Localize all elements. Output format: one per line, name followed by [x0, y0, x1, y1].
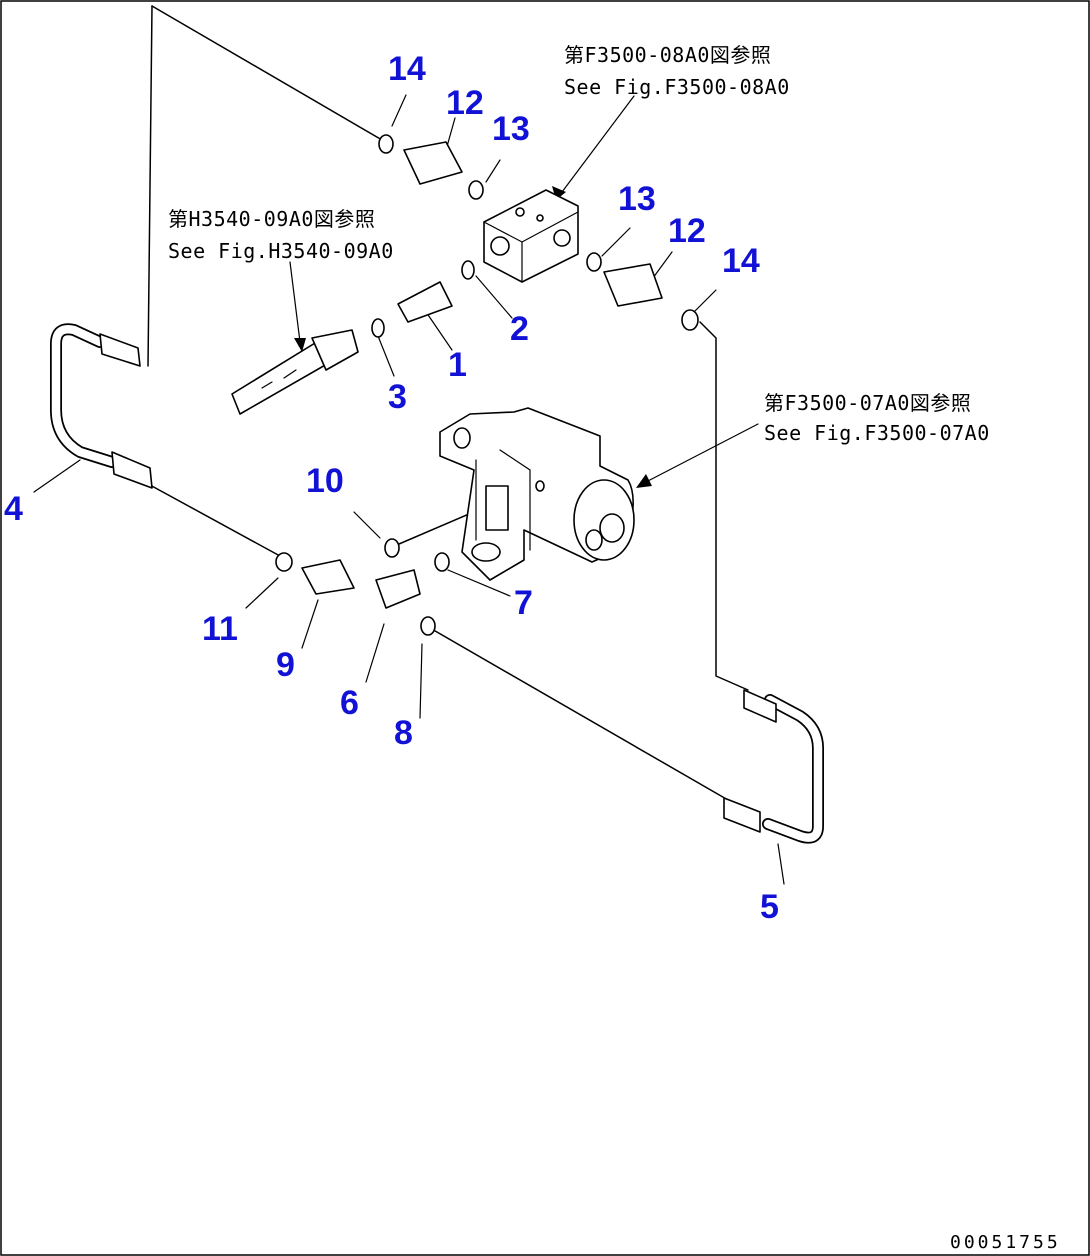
- part-number-13-top: 13: [492, 110, 530, 148]
- ref-valve-jp: 第F3500-07A0図参照: [764, 391, 971, 415]
- valve-block: [483, 189, 579, 283]
- part-number-4: 4: [4, 490, 23, 528]
- tube-5: [723, 689, 824, 844]
- part-number-10: 10: [306, 462, 344, 500]
- part-number-8: 8: [394, 714, 413, 752]
- part-number-14-right: 14: [722, 242, 760, 280]
- ref-hose-jp: 第H3540-09A0図参照: [168, 207, 375, 231]
- part-number-3: 3: [388, 378, 407, 416]
- ref-hose-en: See Fig.H3540-09A0: [168, 239, 394, 263]
- ref-block-en: See Fig.F3500-08A0: [564, 75, 790, 99]
- drawing-code: 00051755: [950, 1232, 1061, 1253]
- ref-block-jp: 第F3500-08A0図参照: [564, 43, 771, 67]
- part-number-9: 9: [276, 646, 295, 684]
- part-number-13-right: 13: [618, 180, 656, 218]
- part-number-5: 5: [760, 888, 779, 926]
- ref-valve-en: See Fig.F3500-07A0: [764, 421, 990, 445]
- tube-4: [50, 323, 153, 489]
- part-number-12-right: 12: [668, 212, 706, 250]
- hose: [231, 329, 359, 415]
- part-number-11: 11: [202, 610, 238, 648]
- fittings: [275, 134, 699, 636]
- part-number-14-top: 14: [388, 50, 426, 88]
- part-number-7: 7: [514, 584, 533, 622]
- part-number-12-top: 12: [446, 84, 484, 122]
- part-number-1: 1: [448, 346, 467, 384]
- main-valve: [439, 407, 635, 581]
- part-number-6: 6: [340, 684, 359, 722]
- part-number-2: 2: [510, 310, 529, 348]
- leader-lines: [33, 5, 785, 885]
